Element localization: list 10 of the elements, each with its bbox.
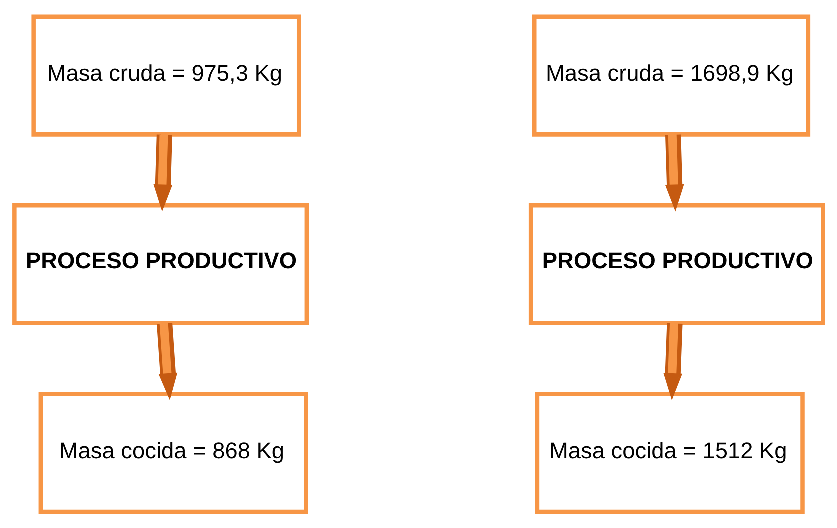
arrow	[153, 134, 172, 212]
arrow	[664, 134, 684, 212]
node-box: Masa cocida = 1512 Kg	[534, 392, 804, 514]
node-box: Masa cruda = 1698,9 Kg	[532, 14, 810, 136]
node-box: PROCESO PRODUCTIVO	[528, 203, 825, 325]
node-box: Masa cocida = 868 Kg	[38, 392, 308, 514]
node-box: PROCESO PRODUCTIVO	[12, 203, 309, 325]
arrow	[156, 322, 178, 400]
arrow	[663, 322, 682, 400]
node-box: Masa cruda = 975,3 Kg	[31, 14, 301, 136]
